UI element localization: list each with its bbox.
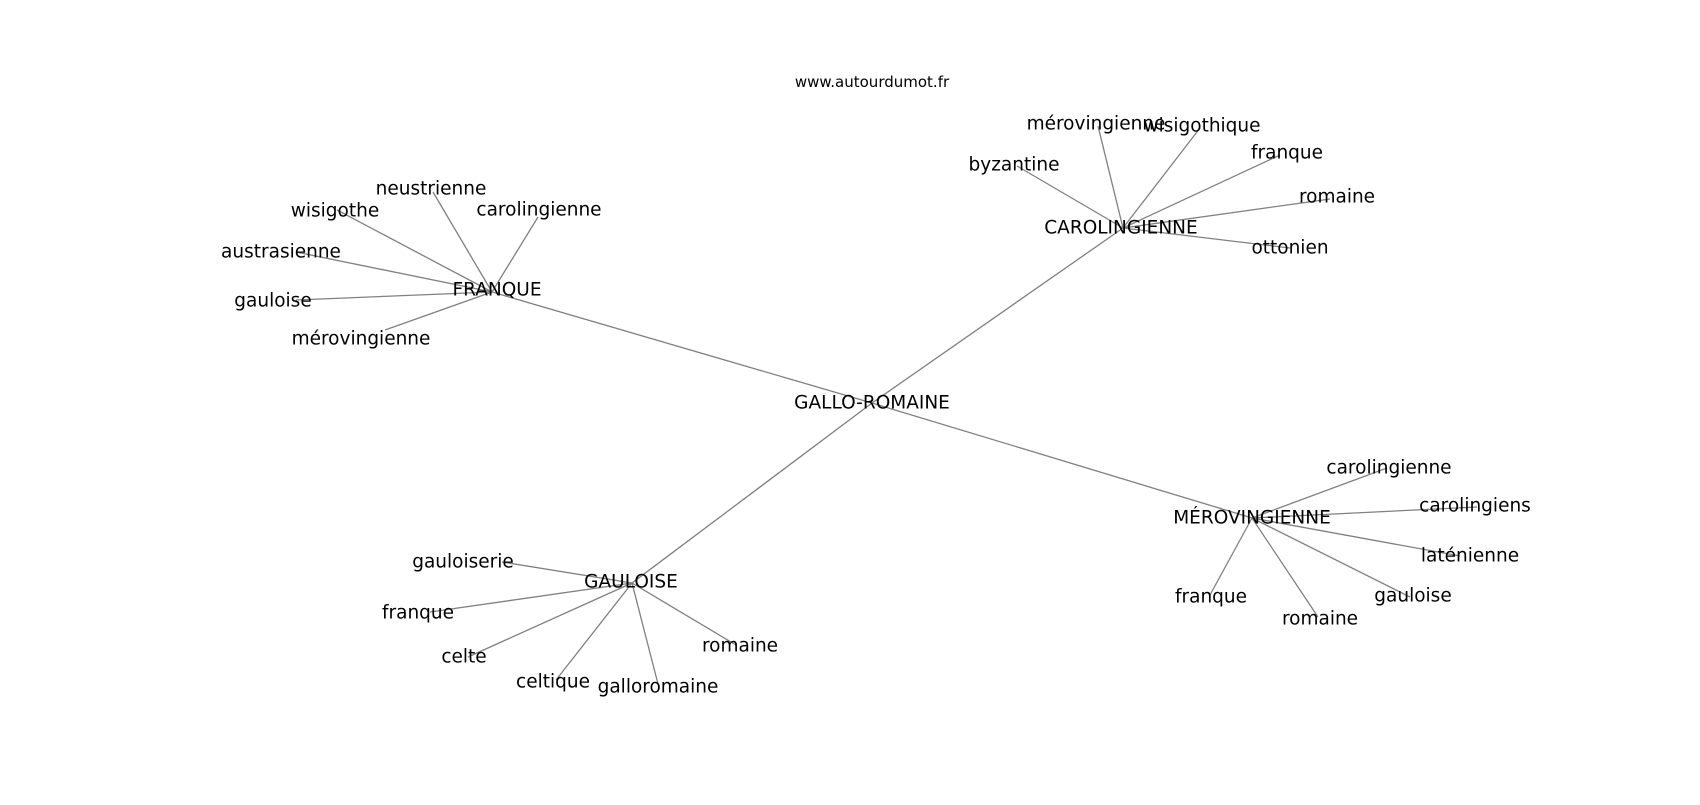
edge-center-to-hub (491, 291, 873, 404)
edge-hub-to-leaf (1016, 165, 1124, 229)
edge-hub-to-leaf (491, 216, 539, 293)
leaf-node-label: gauloiserie (412, 552, 514, 573)
edge-hub-to-leaf (1251, 517, 1461, 557)
hub-node-label: MÉROVINGIENNE (1173, 507, 1331, 529)
edge-hub-to-leaf (555, 582, 633, 681)
leaf-node-label: franque (1175, 587, 1247, 608)
hub-node-label: CAROLINGIENNE (1044, 218, 1197, 239)
edge-hub-to-leaf (384, 291, 493, 331)
leaf-node-label: austrasienne (221, 242, 341, 263)
leaf-node-label: franque (382, 603, 454, 624)
edge-hub-to-leaf (1251, 506, 1478, 519)
hub-node-label: FRANQUE (452, 280, 541, 301)
leaf-node-label: romaine (1299, 187, 1375, 208)
leaf-node-label: ottonien (1251, 238, 1328, 259)
graph-labels: GALLO-ROMAINE FRANQUE neustriennewisigothe… (221, 114, 1531, 698)
graph-edges (295, 125, 1478, 685)
edge-hub-to-leaf (295, 291, 493, 301)
leaf-node-label: byzantine (969, 155, 1060, 176)
leaf-node-label: galloromaine (598, 677, 719, 698)
site-watermark: www.autourdumot.fr (794, 73, 950, 91)
leaf-node-label: celte (441, 647, 486, 668)
edge-hub-to-leaf (336, 209, 493, 293)
edge-hub-to-leaf (1122, 198, 1331, 229)
leaf-node-label: laténienne (1421, 546, 1519, 567)
edge-hub-to-leaf (1097, 125, 1124, 229)
leaf-node-label: gauloise (1374, 586, 1451, 607)
center-node-label: GALLO-ROMAINE (794, 393, 950, 414)
leaf-node-label: gauloise (234, 291, 311, 312)
edge-hub-to-leaf (1251, 517, 1411, 598)
edge-hub-to-leaf (1122, 154, 1281, 229)
edge-hub-to-leaf (467, 582, 633, 658)
leaf-node-label: celtique (516, 672, 590, 693)
leaf-node-label: romaine (1282, 609, 1358, 630)
leaf-node-label: romaine (702, 636, 778, 657)
hub-node-label: GAULOISE (584, 572, 678, 593)
edge-hub-to-leaf (1122, 127, 1201, 229)
edge-hub-to-leaf (501, 561, 633, 584)
leaf-node-label: carolingienne (1326, 458, 1451, 479)
edge-hub-to-leaf (1122, 227, 1291, 249)
edge-center-to-hub (871, 227, 1124, 404)
edge-center-to-hub (871, 402, 1253, 519)
edge-hub-to-leaf (429, 582, 633, 613)
edge-hub-to-leaf (432, 191, 493, 293)
leaf-node-label: wisigothique (1143, 116, 1260, 137)
leaf-node-label: carolingiens (1419, 496, 1531, 517)
edge-hub-to-leaf (1251, 467, 1388, 519)
leaf-node-label: carolingienne (476, 200, 601, 221)
edge-hub-to-leaf (1209, 517, 1253, 596)
leaf-node-label: mérovingienne (292, 329, 431, 350)
leaf-node-label: mérovingienne (1027, 114, 1166, 135)
leaf-node-label: franque (1251, 143, 1323, 164)
edge-hub-to-leaf (1251, 517, 1319, 618)
edge-hub-to-leaf (631, 582, 659, 685)
edge-center-to-hub (631, 402, 873, 584)
leaf-node-label: neustrienne (376, 179, 487, 200)
edge-hub-to-leaf (631, 582, 737, 646)
leaf-node-label: wisigothe (291, 201, 379, 222)
edge-hub-to-leaf (295, 251, 493, 293)
